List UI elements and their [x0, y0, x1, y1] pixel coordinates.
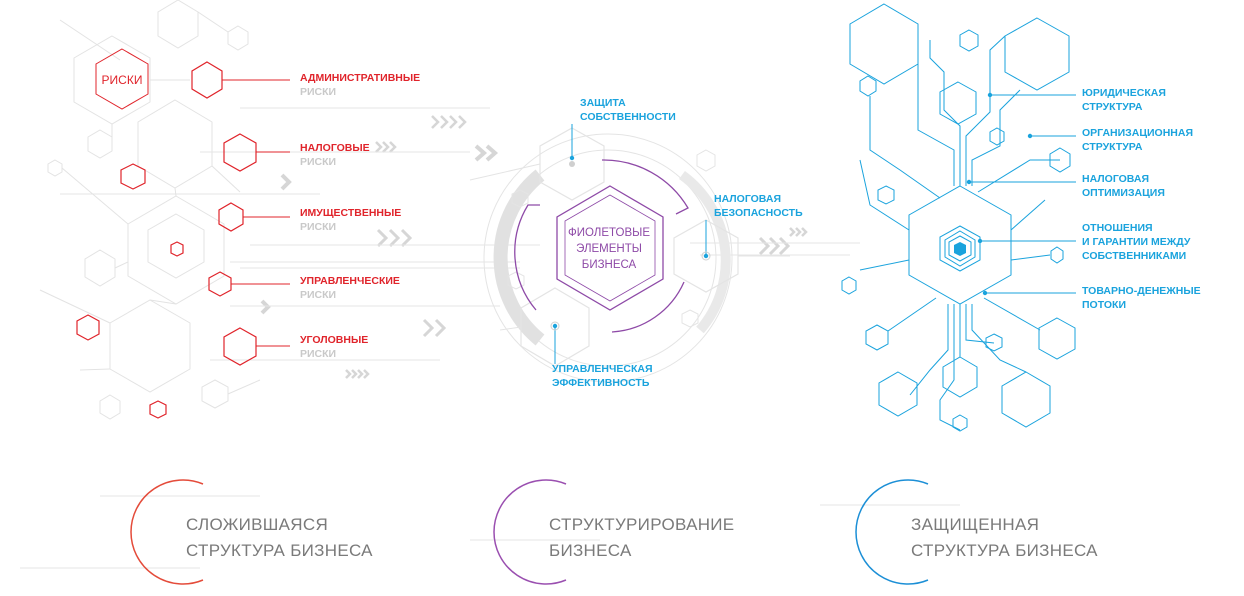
label-legal-structure-2: СТРУКТУРА [1082, 101, 1143, 113]
center-line-1: ФИОЛЕТОВЫЕ [568, 227, 650, 239]
label-management-efficiency-1: УПРАВЛЕНЧЕСКАЯ [552, 363, 653, 375]
left-red-hexes [76, 48, 257, 419]
middle-dots [552, 155, 709, 329]
stage-structuring: СТРУКТУРИРОВАНИЕ БИЗНЕСА [493, 479, 734, 585]
label-tax-optimization-2: ОПТИМИЗАЦИЯ [1082, 187, 1165, 199]
risk-sub-property: РИСКИ [300, 221, 336, 233]
label-property-protection-2: СОБСТВЕННОСТИ [580, 111, 676, 123]
stage-structuring-line-2: БИЗНЕСА [549, 541, 632, 560]
risk-title-managerial: УПРАВЛЕНЧЕСКИЕ [300, 275, 400, 287]
label-cash-flows-1: ТОВАРНО-ДЕНЕЖНЫЕ [1082, 285, 1201, 297]
stage-protected-line-2: СТРУКТУРА БИЗНЕСА [911, 541, 1098, 560]
background-lines [20, 107, 960, 569]
stage-protected-arc [855, 479, 929, 585]
risk-title-criminal: УГОЛОВНЫЕ [300, 334, 368, 346]
left-hex-network [39, 0, 261, 420]
stage-protected: ЗАЩИЩЕННАЯ СТРУКТУРА БИЗНЕСА [855, 479, 1098, 585]
label-tax-optimization-1: НАЛОГОВАЯ [1082, 173, 1149, 185]
core-solid-hex [954, 242, 966, 256]
center-hexagon [556, 185, 664, 311]
risk-sub-criminal: РИСКИ [300, 348, 336, 360]
stage-existing-line-1: СЛОЖИВШАЯСЯ [186, 515, 328, 534]
left-red-connectors [222, 79, 290, 347]
label-property-protection-1: ЗАЩИТА [580, 97, 626, 109]
stage-existing-line-2: СТРУКТУРА БИЗНЕСА [186, 541, 373, 560]
flow-arrows [260, 115, 808, 379]
middle-purple-shapes [514, 159, 689, 333]
risk-labels: АДМИНИСТРАТИВНЫЕ РИСКИ НАЛОГОВЫЕ РИСКИ И… [300, 72, 420, 360]
label-owner-relations-1: ОТНОШЕНИЯ [1082, 222, 1153, 234]
label-org-structure-1: ОРГАНИЗАЦИОННАЯ [1082, 127, 1193, 139]
right-dots [966, 92, 1033, 296]
center-line-3: БИЗНЕСА [582, 259, 637, 271]
risk-sub-tax: РИСКИ [300, 156, 336, 168]
stage-protected-line-1: ЗАЩИЩЕННАЯ [911, 515, 1039, 534]
risk-title-administrative: АДМИНИСТРАТИВНЫЕ [300, 72, 420, 84]
middle-gray-rings [469, 127, 790, 383]
risk-sub-administrative: РИСКИ [300, 86, 336, 98]
risk-sub-managerial: РИСКИ [300, 289, 336, 301]
middle-gray-dots [550, 161, 711, 331]
center-line-2: ЭЛЕМЕНТЫ [576, 243, 642, 255]
label-owner-relations-2: И ГАРАНТИИ МЕЖДУ [1082, 236, 1191, 248]
stage-existing-arc [130, 479, 204, 585]
middle-connectors [554, 124, 707, 364]
stage-structuring-arc [493, 479, 567, 585]
label-cash-flows-2: ПОТОКИ [1082, 299, 1126, 311]
label-management-efficiency-2: ЭФФЕКТИВНОСТЬ [552, 377, 650, 389]
label-org-structure-2: СТРУКТУРА [1082, 141, 1143, 153]
label-tax-security-2: БЕЗОПАСНОСТЬ [714, 207, 803, 219]
right-circuit [841, 3, 1076, 432]
label-tax-security-1: НАЛОГОВАЯ [714, 193, 781, 205]
stage-structuring-line-1: СТРУКТУРИРОВАНИЕ [549, 515, 734, 534]
middle-labels: ЗАЩИТА СОБСТВЕННОСТИ НАЛОГОВАЯ БЕЗОПАСНО… [552, 97, 803, 389]
risk-title-tax: НАЛОГОВЫЕ [300, 142, 370, 154]
right-labels: ЮРИДИЧЕСКАЯ СТРУКТУРА ОРГАНИЗАЦИОННАЯ СТ… [1082, 87, 1201, 311]
risk-title-property: ИМУЩЕСТВЕННЫЕ [300, 207, 401, 219]
label-owner-relations-3: СОБСТВЕННИКАМИ [1082, 250, 1186, 262]
risks-badge: РИСКИ [102, 73, 143, 87]
stage-existing: СЛОЖИВШАЯСЯ СТРУКТУРА БИЗНЕСА [130, 479, 373, 585]
label-legal-structure-1: ЮРИДИЧЕСКАЯ [1082, 87, 1166, 99]
center-label: ФИОЛЕТОВЫЕ ЭЛЕМЕНТЫ БИЗНЕСА [568, 227, 650, 271]
